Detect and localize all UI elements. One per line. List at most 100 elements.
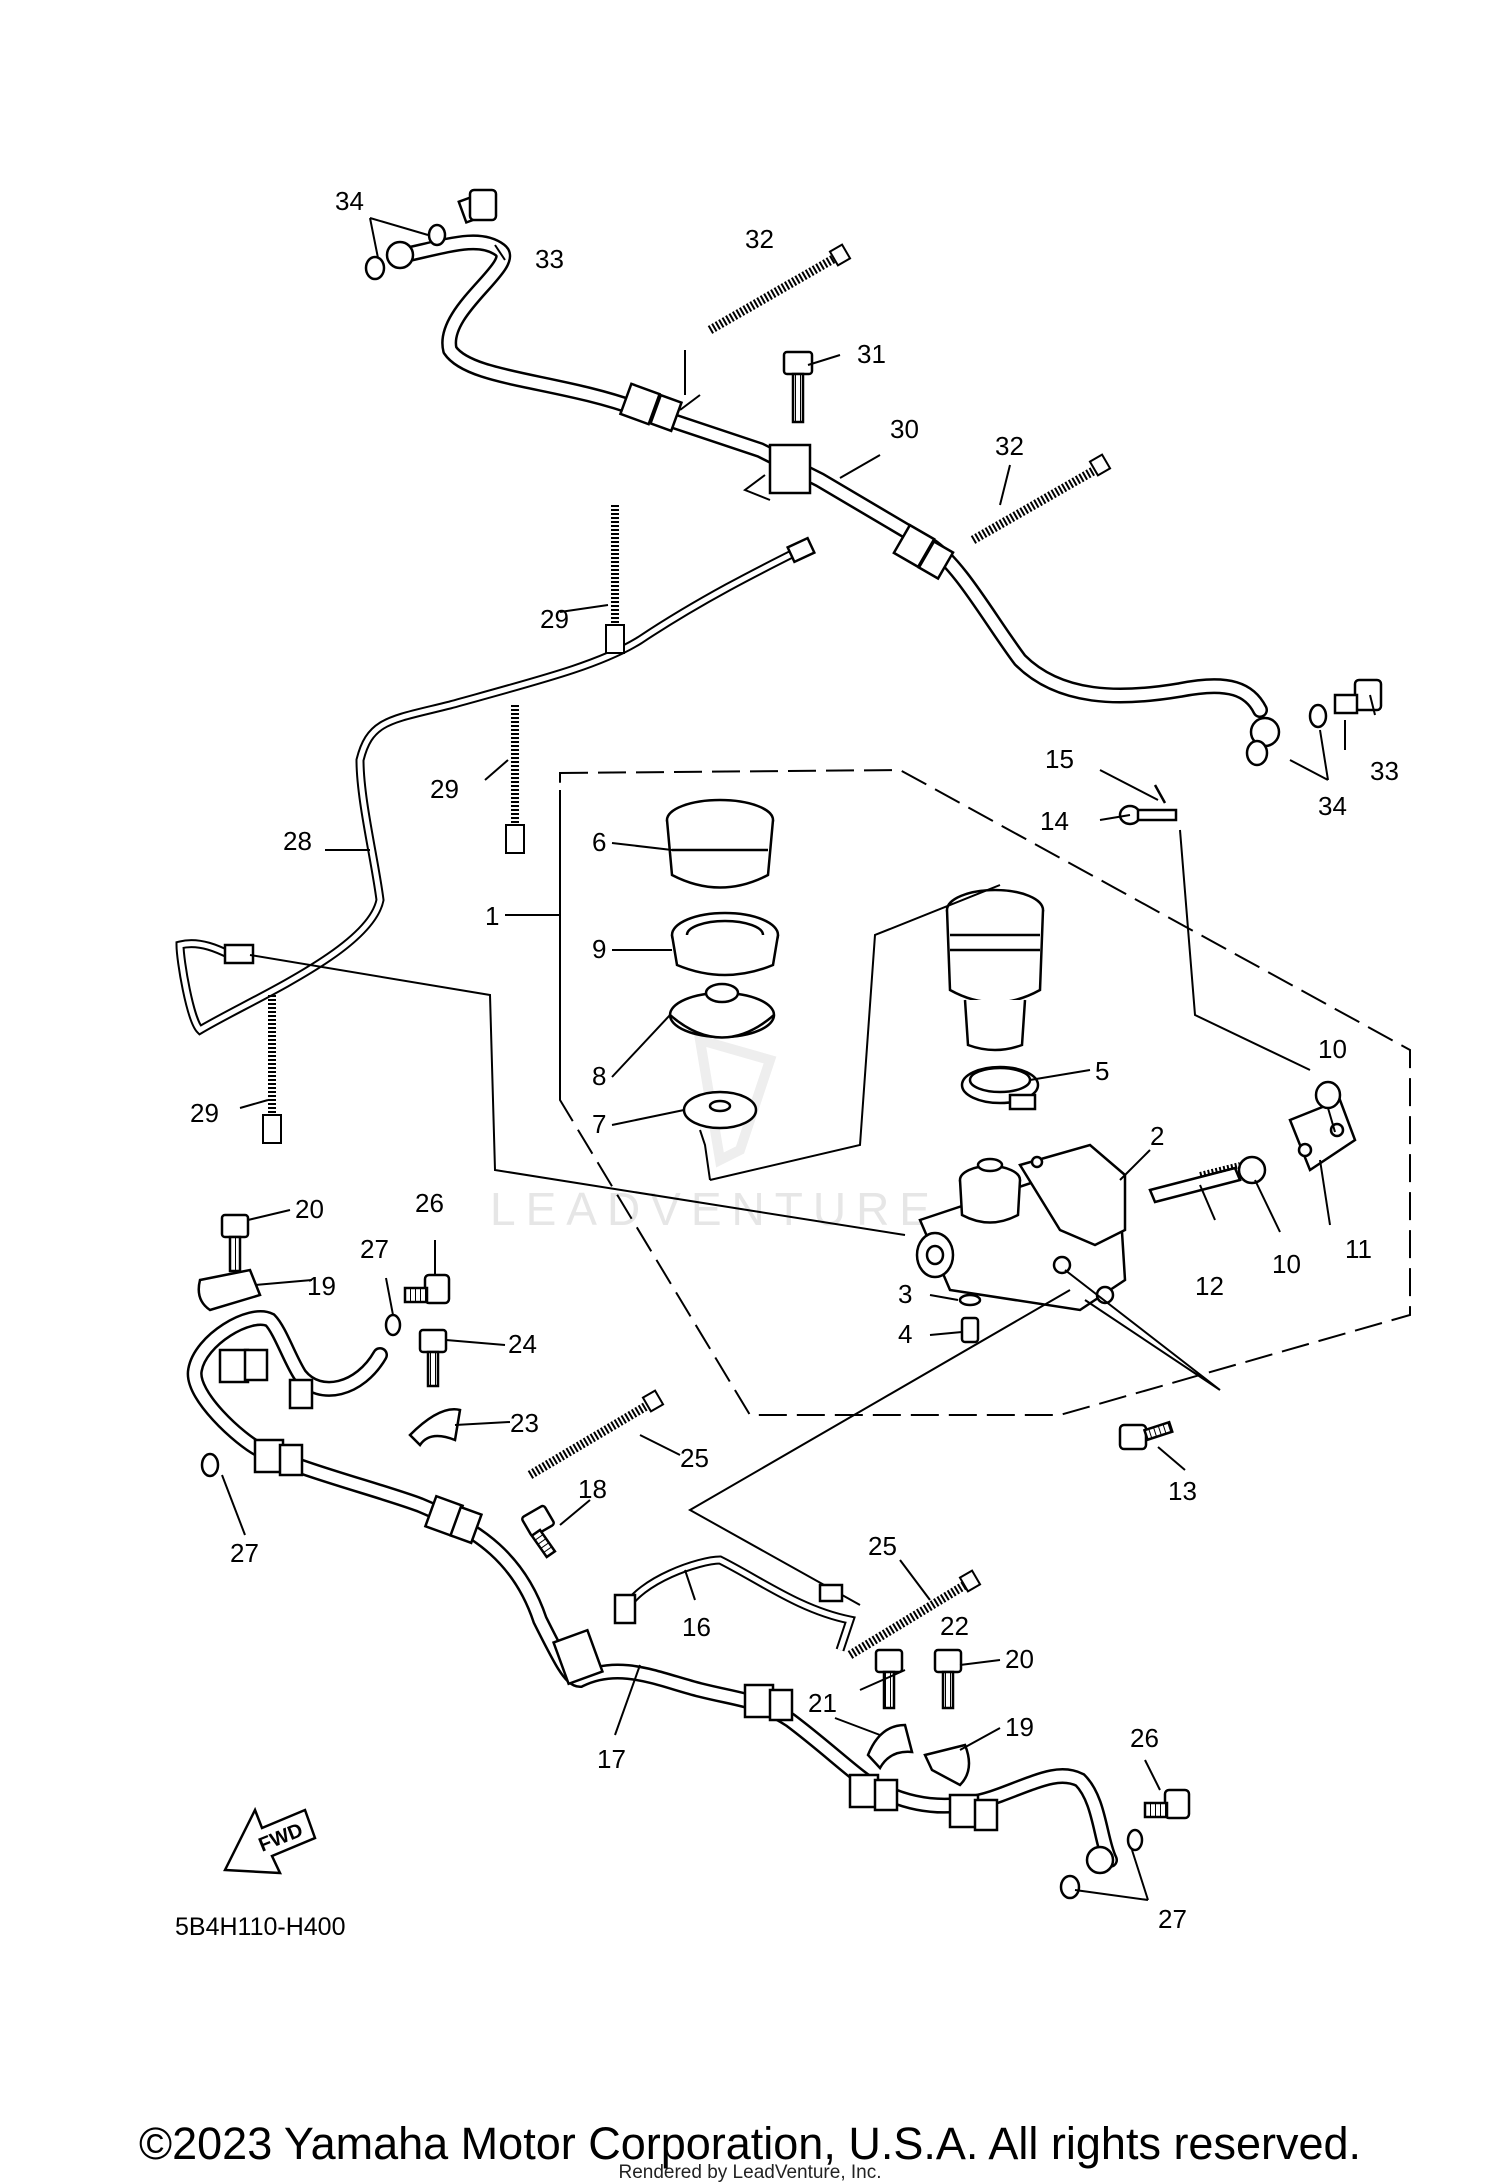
- rendered-by-notice: Rendered by LeadVenture, Inc.: [618, 2162, 882, 2183]
- diaphragm-plate-9: [670, 911, 780, 977]
- reservoir-leader: [699, 884, 1001, 1181]
- cable-tie-32-top: [707, 243, 852, 334]
- cable-tie-25-b: [847, 1569, 982, 1659]
- brake-pipe-16: [613, 1555, 856, 1652]
- callout-30: 30: [890, 414, 919, 444]
- callouts: 34 33 32 31 30 32 33 34 15 14 29 29 28 2…: [175, 186, 1399, 1941]
- bolt-31: [782, 350, 814, 424]
- diagram-code: 5B4H110-H400: [175, 1913, 345, 1941]
- banjo-bolt-left: [364, 188, 498, 281]
- nuts-10: [1237, 1080, 1342, 1185]
- callout-31: 31: [857, 339, 886, 369]
- clamp-19-right: [923, 1743, 971, 1787]
- pin-leader: [1179, 829, 1311, 1071]
- callout-1: 1: [485, 901, 499, 931]
- callout-29-top: 29: [540, 604, 569, 634]
- bolt-24: [418, 1328, 448, 1388]
- callout-28: 28: [283, 826, 312, 856]
- reservoir-tank: [945, 888, 1045, 1052]
- bolt-20-right: [933, 1648, 963, 1710]
- clamp-23: [408, 1408, 462, 1447]
- cable-tie-32-right: [970, 453, 1112, 544]
- callout-29-mid: 29: [430, 774, 459, 804]
- callout-21: 21: [808, 1688, 837, 1718]
- callout-6: 6: [592, 827, 606, 857]
- reservoir-cap-6: [665, 798, 775, 889]
- callout-8: 8: [592, 1061, 606, 1091]
- master-cylinder-2: [915, 1143, 1127, 1312]
- callout-17: 17: [597, 1744, 626, 1774]
- bleed-screw-3-4: [958, 1293, 982, 1344]
- callout-23: 23: [510, 1408, 539, 1438]
- washer-27-right: [1059, 1828, 1144, 1900]
- bolt-20-left: [220, 1213, 250, 1273]
- callout-29-low: 29: [190, 1098, 219, 1128]
- cable-tie-25-a: [527, 1389, 665, 1479]
- callout-4: 4: [898, 1319, 912, 1349]
- callout-18: 18: [578, 1474, 607, 1504]
- callout-33-top: 33: [535, 244, 564, 274]
- callout-3: 3: [898, 1279, 912, 1309]
- callout-9: 9: [592, 934, 606, 964]
- callout-13: 13: [1168, 1476, 1197, 1506]
- callout-10-bottom: 10: [1272, 1249, 1301, 1279]
- callout-25-left: 25: [680, 1443, 709, 1473]
- callout-26-left: 26: [415, 1188, 444, 1218]
- callout-34-top: 34: [335, 186, 364, 216]
- cable-tie-29-a: [605, 505, 625, 654]
- callout-2: 2: [1150, 1121, 1164, 1151]
- callout-32-top: 32: [745, 224, 774, 254]
- bolt-26-left: [403, 1273, 451, 1305]
- float-7: [682, 1090, 758, 1130]
- watermark: LEADVENTURE: [490, 1033, 940, 1235]
- callout-5: 5: [1095, 1056, 1109, 1086]
- callout-27-left: 27: [230, 1538, 259, 1568]
- callout-25-right: 25: [868, 1531, 897, 1561]
- bolt-18: [521, 1504, 557, 1559]
- callout-26-right: 26: [1130, 1723, 1159, 1753]
- callout-24: 24: [508, 1329, 537, 1359]
- assembly-1-boundary: [559, 768, 1411, 1416]
- upper-brake-hose: [385, 234, 1281, 767]
- callout-32-right: 32: [995, 431, 1024, 461]
- mount-leader: [1064, 1269, 1221, 1391]
- brake-pipe-28: [175, 536, 817, 1036]
- bolt-22: [874, 1648, 904, 1710]
- callout-19-right: 19: [1005, 1712, 1034, 1742]
- callout-11: 11: [1345, 1234, 1372, 1264]
- callout-10-top: 10: [1318, 1034, 1347, 1064]
- diaphragm-8: [668, 982, 776, 1039]
- clamp-21: [866, 1723, 914, 1771]
- watermark-text: LEADVENTURE: [490, 1183, 940, 1235]
- fwd-arrow-icon: FWD: [223, 1806, 317, 1875]
- callout-19-left: 19: [307, 1271, 336, 1301]
- bolt-13: [1118, 1420, 1174, 1451]
- leader-lines: [221, 217, 1376, 1901]
- clamp-19-left: [197, 1268, 262, 1312]
- bolt-26-right: [1143, 1788, 1191, 1820]
- clevis-pin-14-cotter-15: [1118, 784, 1178, 826]
- pipe-to-cylinder-leader: [249, 954, 906, 1236]
- callout-22: 22: [940, 1611, 969, 1641]
- cable-tie-29-c: [262, 995, 282, 1144]
- callout-15: 15: [1045, 744, 1074, 774]
- callout-33-right: 33: [1370, 756, 1399, 786]
- hose-clamp-5: [960, 1065, 1040, 1111]
- lower-brake-hose: [186, 1310, 1118, 1875]
- callout-34-right: 34: [1318, 791, 1347, 821]
- lower-leader: [687, 1289, 1071, 1606]
- callout-16: 16: [682, 1612, 711, 1642]
- callout-20-right: 20: [1005, 1644, 1034, 1674]
- banjo-bolt-right: [1308, 678, 1383, 729]
- callout-7: 7: [592, 1109, 606, 1139]
- clevis-11: [1288, 1098, 1357, 1172]
- callout-14: 14: [1040, 806, 1069, 836]
- copyright-notice: ©2023 Yamaha Motor Corporation, U.S.A. A…: [138, 2118, 1362, 2169]
- callout-27-top: 27: [360, 1234, 389, 1264]
- callout-20-left: 20: [295, 1194, 324, 1224]
- push-rod-12: [1148, 1162, 1242, 1204]
- callout-12: 12: [1195, 1271, 1224, 1301]
- callout-27-right: 27: [1158, 1904, 1187, 1934]
- cable-tie-29-b: [505, 705, 525, 854]
